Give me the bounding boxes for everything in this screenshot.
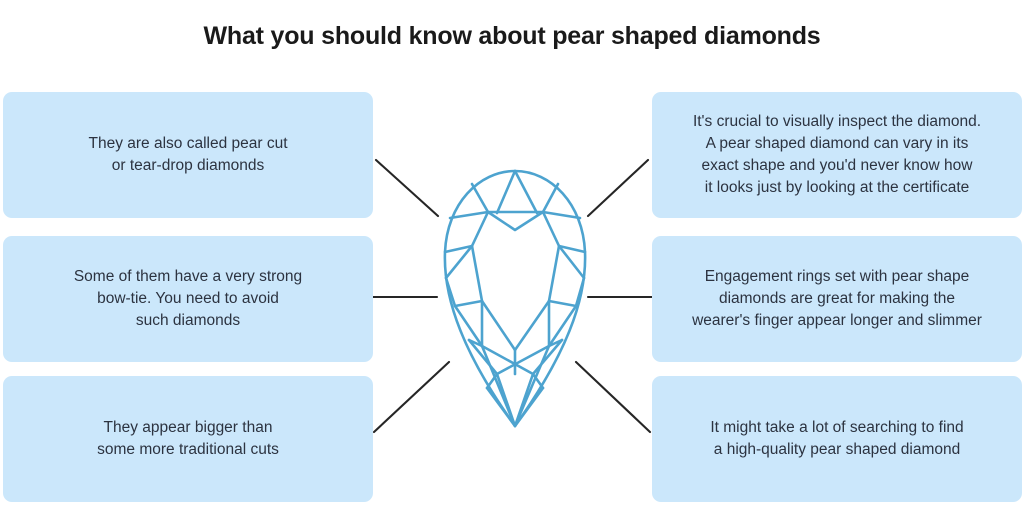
pavilion-right-edge [531,338,564,376]
crown-upper-girdle [448,210,582,220]
girdle-left-brace [453,299,484,308]
pavilion-left-strut [485,372,499,390]
fact-box-hard-to-find[interactable]: It might take a lot of searching to find… [652,376,1022,502]
pavilion-left-edge [467,338,499,376]
table-lower-right [513,299,551,352]
fact-box-visually-inspect[interactable]: It's crucial to visually inspect the dia… [652,92,1022,218]
fact-text: They are also called pear cut or tear-dr… [88,135,288,174]
fact-text: It might take a lot of searching to find… [710,419,964,458]
diamond-outline [443,169,587,428]
girdle-left-upper [443,244,474,254]
fact-box-pear-cut-names[interactable]: They are also called pear cut or tear-dr… [3,92,373,218]
fact-box-engagement-rings[interactable]: Engagement rings set with pear shape dia… [652,236,1022,362]
page-title: What you should know about pear shaped d… [203,22,821,50]
girdle-left-lower [444,276,457,308]
fact-text: They appear bigger than some more tradit… [97,419,279,458]
pavilion-cross-left [480,344,535,376]
pavilion-lower-right [513,372,535,428]
pavilion-right-tip [513,386,545,428]
girdle-right-mid [557,244,586,280]
fact-box-bow-tie-warning[interactable]: Some of them have a very strong bow-tie.… [3,236,373,362]
girdle-left-mid [444,244,474,280]
pear-shaped-diamond-icon [443,169,587,428]
pavilion-lower-left [495,372,517,428]
fact-text: It's crucial to visually inspect the dia… [692,113,982,196]
girdle-right-brace [547,299,578,308]
girdle-right-upper [557,244,587,254]
fact-box-appear-bigger[interactable]: They appear bigger than some more tradit… [3,376,373,502]
table-left-edge [470,210,490,303]
crown-facet-c [513,169,539,215]
table-lower-left [480,299,517,352]
girdle-right-span [547,304,578,348]
crown-facet-d [541,182,560,214]
crown-facet-b [495,169,517,215]
crown-facet-a [470,182,490,214]
fact-text: Engagement rings set with pear shape dia… [692,268,982,329]
girdle-left-span [453,304,484,348]
pavilion-left-tip [485,386,517,428]
fact-text: Some of them have a very strong bow-tie.… [73,268,303,329]
pavilion-right-strut [531,372,545,390]
pavilion-cross-right [495,344,551,376]
girdle-right-lower [574,276,586,308]
diamond-table [486,210,545,232]
table-right-edge [541,210,561,303]
